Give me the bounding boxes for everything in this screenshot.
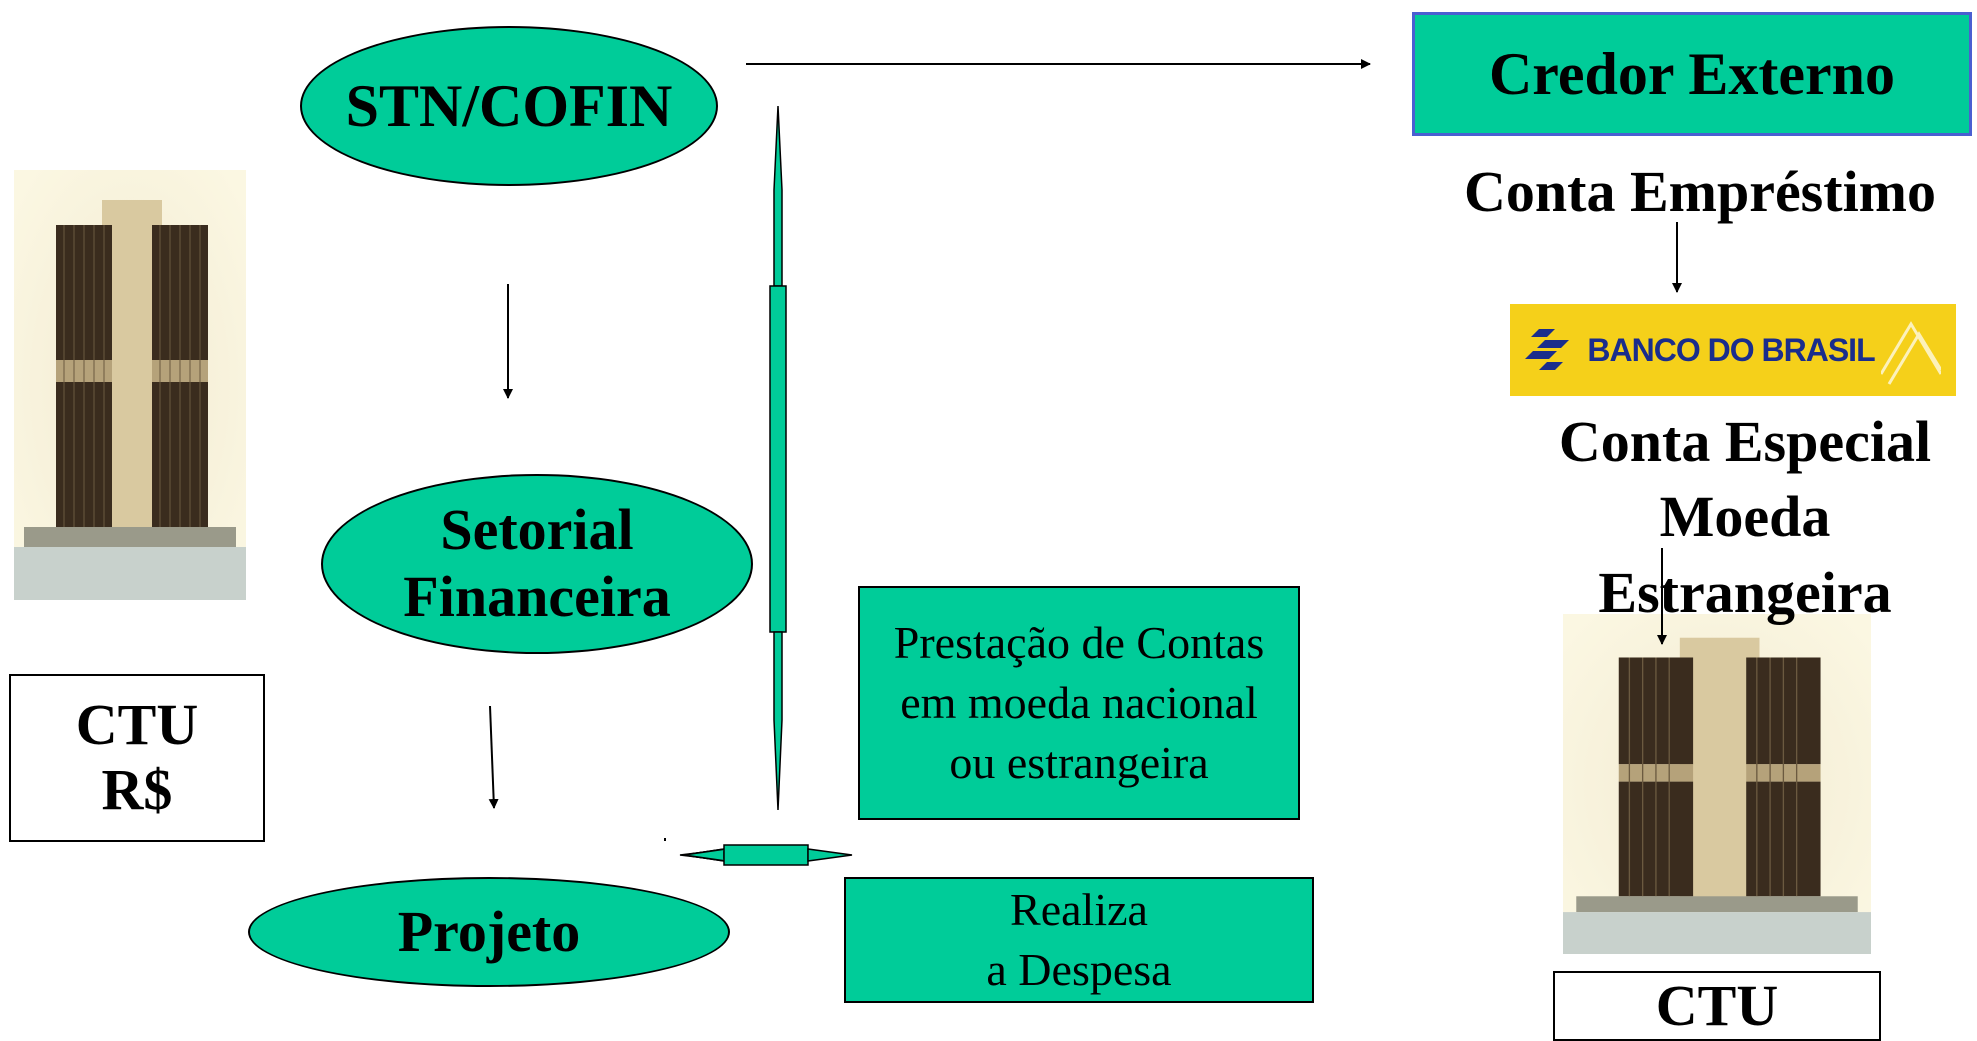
horizontal-double-arrow: [679, 848, 726, 862]
conta-especial-label: Conta Especial Moeda Estrangeira: [1530, 404, 1960, 630]
setorial-label: Setorial: [440, 497, 634, 563]
horizontal-double-arrow-main: [683, 848, 727, 862]
stn-cofin-label: STN/COFIN: [345, 72, 673, 139]
projeto-label: Projeto: [397, 898, 581, 964]
ctu-left-label: CTU: [75, 692, 199, 758]
banco-do-brasil-symbol-icon: [1525, 329, 1570, 370]
horizontal-double-arrow-shaft: [723, 851, 727, 859]
small-marker: [664, 838, 666, 841]
ctu-right-label: CTU: [1655, 973, 1779, 1038]
banco-do-brasil-logo: BANCO DO BRASIL: [1510, 304, 1956, 396]
prestacao-line-2: em moeda nacional: [900, 677, 1258, 729]
realiza-line-2: a Despesa: [986, 944, 1172, 995]
ctu-box-right: CTU: [1553, 971, 1881, 1041]
credor-externo-label: Credor Externo: [1488, 40, 1896, 107]
horizontal-double-arrow-body: [683, 848, 725, 862]
credor-externo-box: Credor Externo: [1412, 12, 1972, 136]
banco-do-brasil-wave-icon: [1880, 321, 1941, 385]
stn-cofin-node: STN/COFIN: [300, 26, 718, 186]
projeto-node: Projeto: [248, 877, 730, 987]
central-bank-building-image-left: [14, 170, 246, 600]
prestacao-line-1: Prestação de Contas: [893, 617, 1265, 669]
conta-emprestimo-label: Conta Empréstimo: [1463, 159, 1936, 224]
prestacao-line-3: ou estrangeira: [949, 736, 1209, 788]
setorial-financeira-node: Setorial Financeira: [321, 474, 753, 654]
financeira-label: Financeira: [403, 564, 671, 629]
conta-especial-line-3: Estrangeira: [1598, 559, 1892, 625]
ctu-rs-box: CTU R$: [9, 674, 265, 842]
realiza-line-1: Realiza: [1010, 884, 1148, 936]
prestacao-contas-box: Prestação de Contas em moeda nacional ou…: [858, 586, 1300, 820]
horizontal-arrow-clean: [683, 844, 853, 866]
realiza-despesa-box: Realiza a Despesa: [844, 877, 1314, 1003]
conta-especial-line-1: Conta Especial: [1558, 409, 1932, 474]
rs-label: R$: [101, 757, 173, 822]
central-bank-building-image-right: [1563, 614, 1871, 954]
vertical-double-arrow: [769, 105, 787, 811]
arrow-setorial-to-projeto: [488, 705, 499, 809]
banco-do-brasil-text: BANCO DO BRASIL: [1587, 331, 1875, 368]
conta-especial-line-2: Moeda: [1659, 484, 1831, 550]
